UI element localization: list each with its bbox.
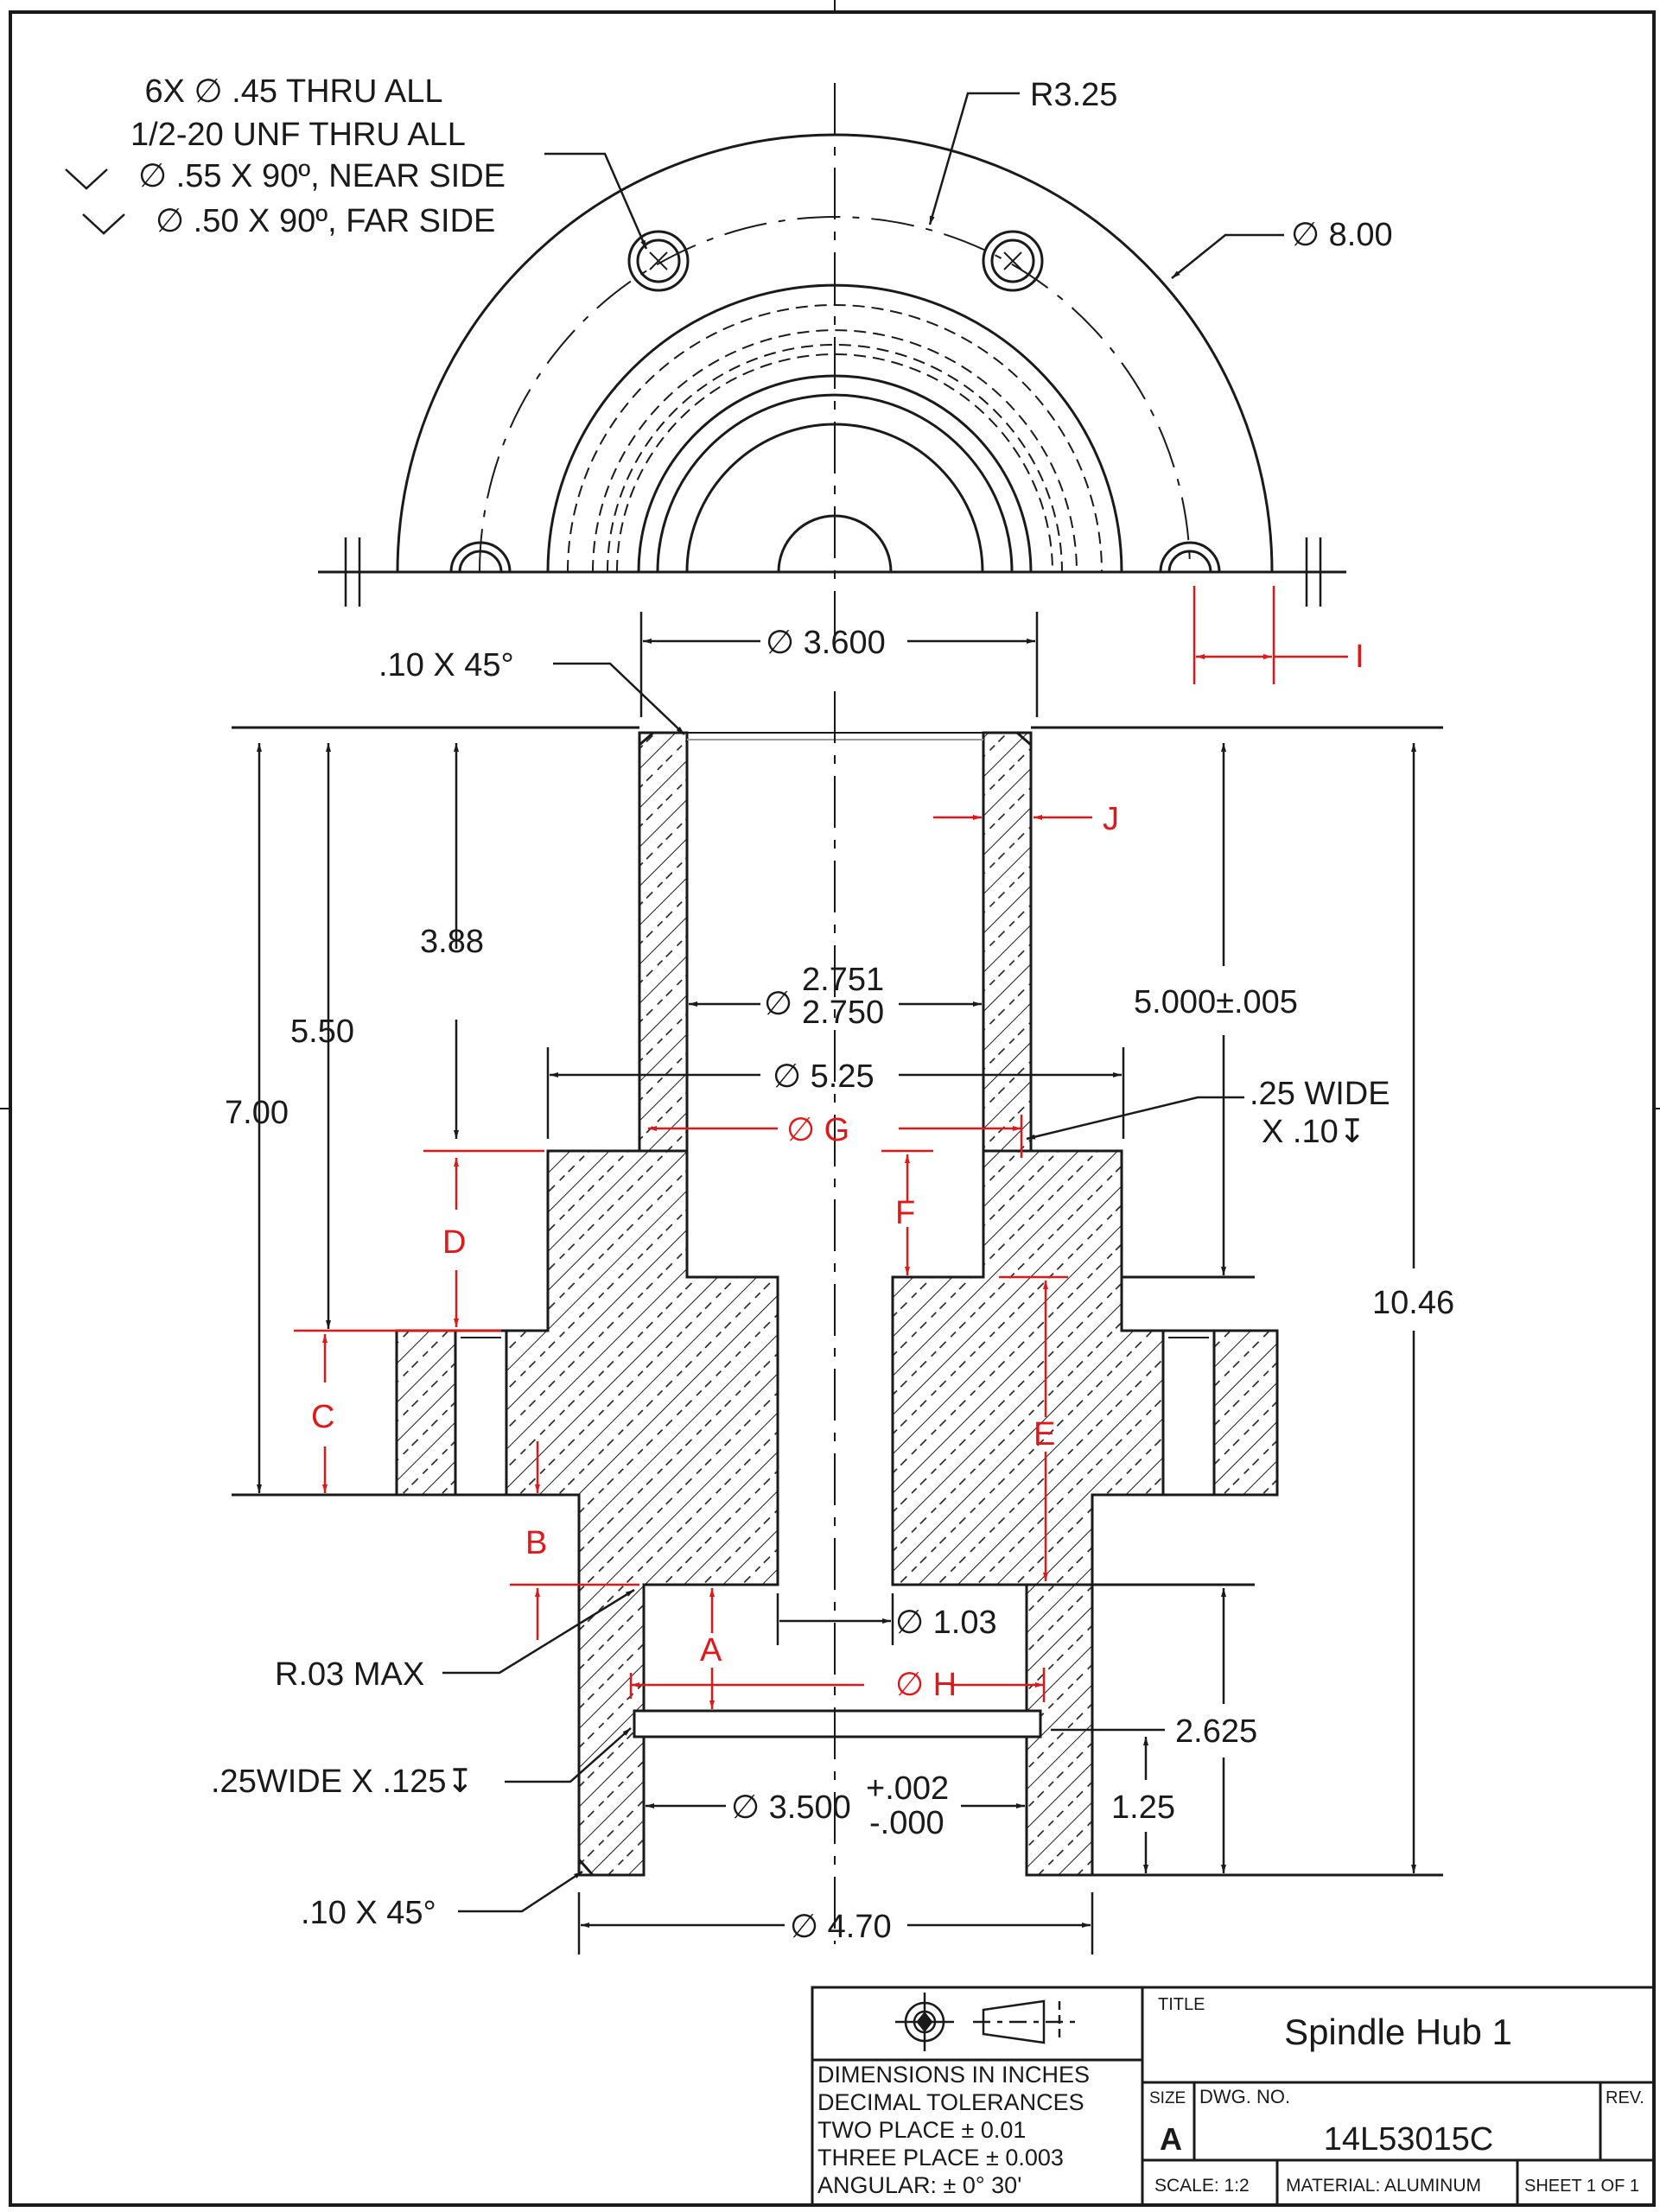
dim-j-label: J [1103,801,1119,837]
section-upper-right-wall [982,731,1033,1153]
size-value: A [1160,2121,1182,2157]
drawing-title: Spindle Hub 1 [1284,2012,1512,2052]
outer-diameter-label: ∅ 8.00 [1291,217,1393,253]
scale-value: SCALE: 1:2 [1154,2176,1250,2196]
title-block: DIMENSIONS IN INCHES DECIMAL TOLERANCES … [811,1986,1656,2207]
bolt-hole-top-left [627,230,690,292]
bolt-circle-radius-label: R3.25 [1030,77,1117,113]
bottom-diameter-label: ∅ 4.70 [790,1909,892,1945]
section-main-right-body [891,1149,1165,1877]
section-upper-left-wall [638,731,689,1153]
section-left-flange [395,1329,457,1497]
bolt-hole-top-right [982,230,1044,292]
size-label: SIZE [1149,2089,1186,2107]
hole-callout-line-2: 1/2-20 UNF THRU ALL [130,117,466,153]
small-bore-label: ∅ 1.03 [895,1605,997,1641]
sheet-value: SHEET 1 OF 1 [1524,2177,1639,2196]
height-550-label: 5.50 [290,1014,354,1050]
tolerance-line-3: TWO PLACE ± 0.01 [817,2117,1026,2143]
dim-b-label: B [525,1525,547,1561]
height-5000-label: 5.000±.005 [1134,984,1298,1020]
counterbore-tol-minus: -.000 [869,1805,944,1841]
bolt-hole-base-left [449,541,512,573]
countersink-symbol-1 [65,168,108,190]
countersink-symbol-2 [82,213,125,235]
flange-hole-right [1161,1329,1216,1497]
bottom-chamfer-label: .10 X 45° [301,1895,436,1931]
rev-label: REV. [1606,2088,1644,2107]
retaining-groove [633,1709,1042,1738]
dwg-number: 14L53015C [1324,2121,1494,2158]
material-value: MATERIAL: ALUMINUM [1286,2176,1481,2196]
lower-groove-label: .25WIDE X .125↧ [211,1764,474,1800]
section-dimension-labels: ∅ 3.600 .10 X 45° ∅ 2.751 2.750 ∅ 5.25 .… [211,625,1454,1945]
red-dimensions [294,815,1092,1709]
dim-2625-label: 2.625 [1175,1713,1257,1750]
section-dimensions [257,612,1416,1955]
top-view [318,83,1346,639]
height-1046-label: 10.46 [1372,1285,1454,1321]
flange-hole-left [454,1329,508,1497]
counterbore-tol-plus: +.002 [866,1770,949,1807]
dim-g-label: ∅ G [786,1112,849,1148]
dim-125-label: 1.25 [1111,1789,1175,1826]
top-chamfer-label: .10 X 45° [378,647,514,683]
bore-diameter-symbol: ∅ [764,986,792,1022]
shoulder-diameter-label: ∅ 5.25 [773,1058,875,1095]
top-view-annotations: 6X ∅ .45 THRU ALL 1/2-20 UNF THRU ALL ∅ … [65,73,1393,684]
hole-callout-line-1: 6X ∅ .45 THRU ALL [144,73,442,110]
dim-c-label: C [311,1399,334,1435]
title-label: TITLE [1158,1995,1205,2014]
dwg-number-label: DWG. NO. [1199,2086,1290,2107]
tolerance-line-2: DECIMAL TOLERANCES [817,2089,1084,2115]
section-right-flange [1212,1329,1279,1497]
bolt-hole-base-right [1159,541,1221,573]
upper-groove-depth-label: X .10↧ [1262,1114,1366,1150]
outer-flange-arc [396,133,1274,573]
bore-diameter-upper: 2.751 [802,962,884,998]
hole-callout-line-3: ∅ .55 X 90º, NEAR SIDE [138,158,506,194]
bore-diameter-lower: 2.750 [802,995,884,1031]
fillet-label: R.03 MAX [275,1656,424,1693]
dim-i-label: I [1355,639,1364,675]
section-main-left-body [505,1149,779,1877]
dim-f-label: F [895,1195,915,1231]
upper-groove-label: .25 WIDE [1250,1076,1390,1112]
height-700-label: 7.00 [225,1095,289,1131]
section-view [232,691,1443,1944]
height-388-label: 3.88 [420,924,484,960]
tolerance-line-4: THREE PLACE ± 0.003 [817,2145,1064,2171]
dim-e-label: E [1034,1416,1055,1452]
dim-h-label: ∅ H [895,1667,957,1703]
dim-a-label: A [700,1632,722,1669]
hole-callout-line-4: ∅ .50 X 90º, FAR SIDE [156,203,495,239]
counterbore-diameter-label: ∅ 3.500 [731,1789,851,1826]
projection-symbol [895,1993,1080,2051]
tolerance-line-5: ANGULAR: ± 0° 30' [817,2172,1021,2198]
tolerance-line-1: DIMENSIONS IN INCHES [817,2062,1090,2088]
dim-d-label: D [442,1224,466,1261]
top-diameter-label: ∅ 3.600 [766,625,886,661]
